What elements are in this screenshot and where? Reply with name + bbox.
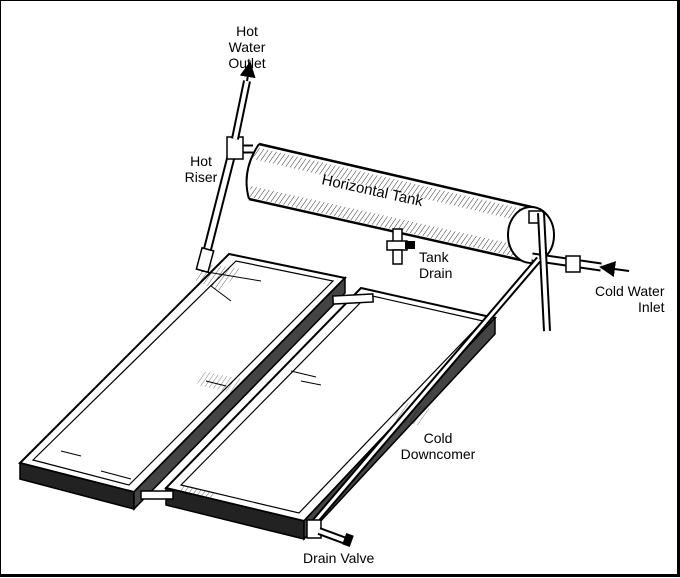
hot-riser-label: Hot Riser [181, 153, 221, 185]
label-line: Downcomer [400, 446, 476, 462]
label-line: Drain [419, 265, 453, 281]
hot-water-outlet-pipe [231, 61, 256, 140]
horizontal-tank [245, 142, 555, 264]
label-line: Hot [190, 153, 212, 169]
cold-downcomer-pipe [308, 212, 551, 529]
tank-drain-label: Tank Drain [419, 249, 452, 281]
cold-downcomer-label: Cold Downcomer [396, 430, 480, 462]
cold-water-inlet-label: Cold Water Inlet [595, 283, 665, 315]
label-line: Riser [184, 169, 218, 185]
panel-connector-pipes [140, 293, 374, 500]
label-line: Inlet [638, 299, 665, 315]
label-line: Hot [236, 23, 258, 39]
left-collector-panel [18, 252, 348, 511]
hot-water-outlet-label: Hot Water Outlet [227, 23, 267, 71]
drain-valve-label: Drain Valve [303, 550, 375, 566]
label-line: Water [228, 39, 266, 55]
drain-valve [306, 519, 354, 548]
tank-drain-valve [386, 228, 415, 265]
label-line: Outlet [228, 55, 266, 71]
label-line: Tank [419, 249, 449, 265]
label-line: Cold Water [595, 283, 665, 299]
right-collector-panel [164, 286, 497, 541]
label-line: Cold [423, 430, 453, 446]
